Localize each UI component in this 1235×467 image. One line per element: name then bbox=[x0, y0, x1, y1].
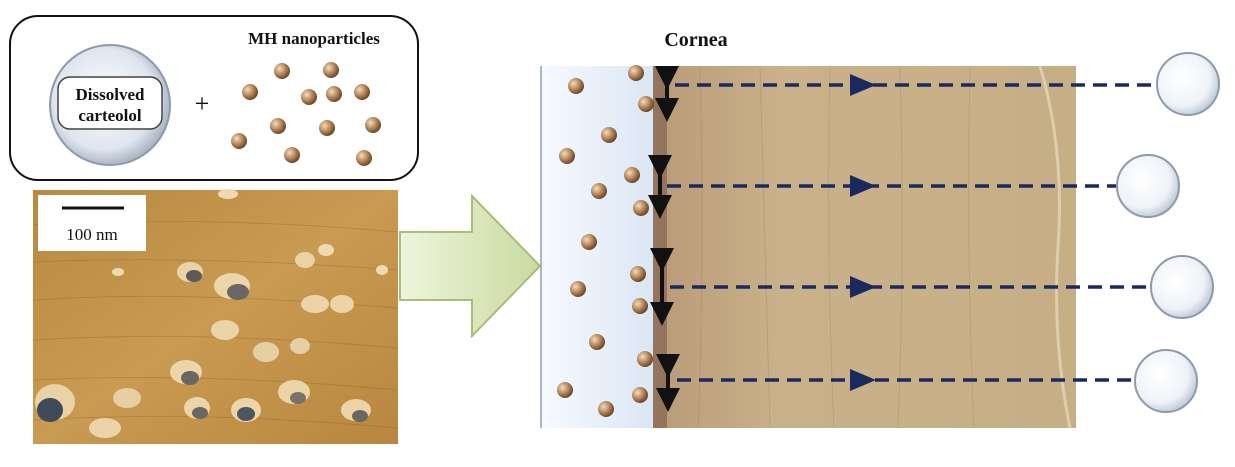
bubble-3 bbox=[1150, 255, 1214, 319]
bubble-4 bbox=[1134, 349, 1198, 413]
dissolved-carteolol-label-box bbox=[57, 76, 163, 130]
release-arrows bbox=[648, 66, 680, 412]
tear-film bbox=[540, 66, 653, 428]
dissolved-label: Dissolved bbox=[76, 85, 146, 104]
legend-box: Dissolved carteolol + MH nanoparticles bbox=[9, 15, 419, 181]
permeation-arrowheads bbox=[850, 74, 876, 391]
plus-sign: + bbox=[195, 89, 210, 118]
output-bubbles bbox=[1116, 52, 1220, 413]
bubble-2 bbox=[1116, 154, 1180, 218]
scale-bar-label: 100 nm bbox=[66, 225, 117, 244]
mh-nanoparticles-label: MH nanoparticles bbox=[248, 29, 380, 48]
permeation-arrows bbox=[667, 83, 1158, 382]
legend-nanoparticles bbox=[231, 62, 381, 166]
afm-micrograph: 100 nm bbox=[32, 189, 399, 444]
scale-bar-box bbox=[38, 195, 146, 251]
carteolol-label: carteolol bbox=[78, 106, 142, 125]
tear-film-nanoparticles bbox=[557, 65, 654, 417]
bubble-1 bbox=[1156, 52, 1220, 116]
cornea-tissue bbox=[653, 65, 1076, 429]
cornea-title: Cornea bbox=[664, 29, 727, 51]
transition-arrow bbox=[399, 193, 542, 339]
afm-particles bbox=[35, 189, 388, 438]
